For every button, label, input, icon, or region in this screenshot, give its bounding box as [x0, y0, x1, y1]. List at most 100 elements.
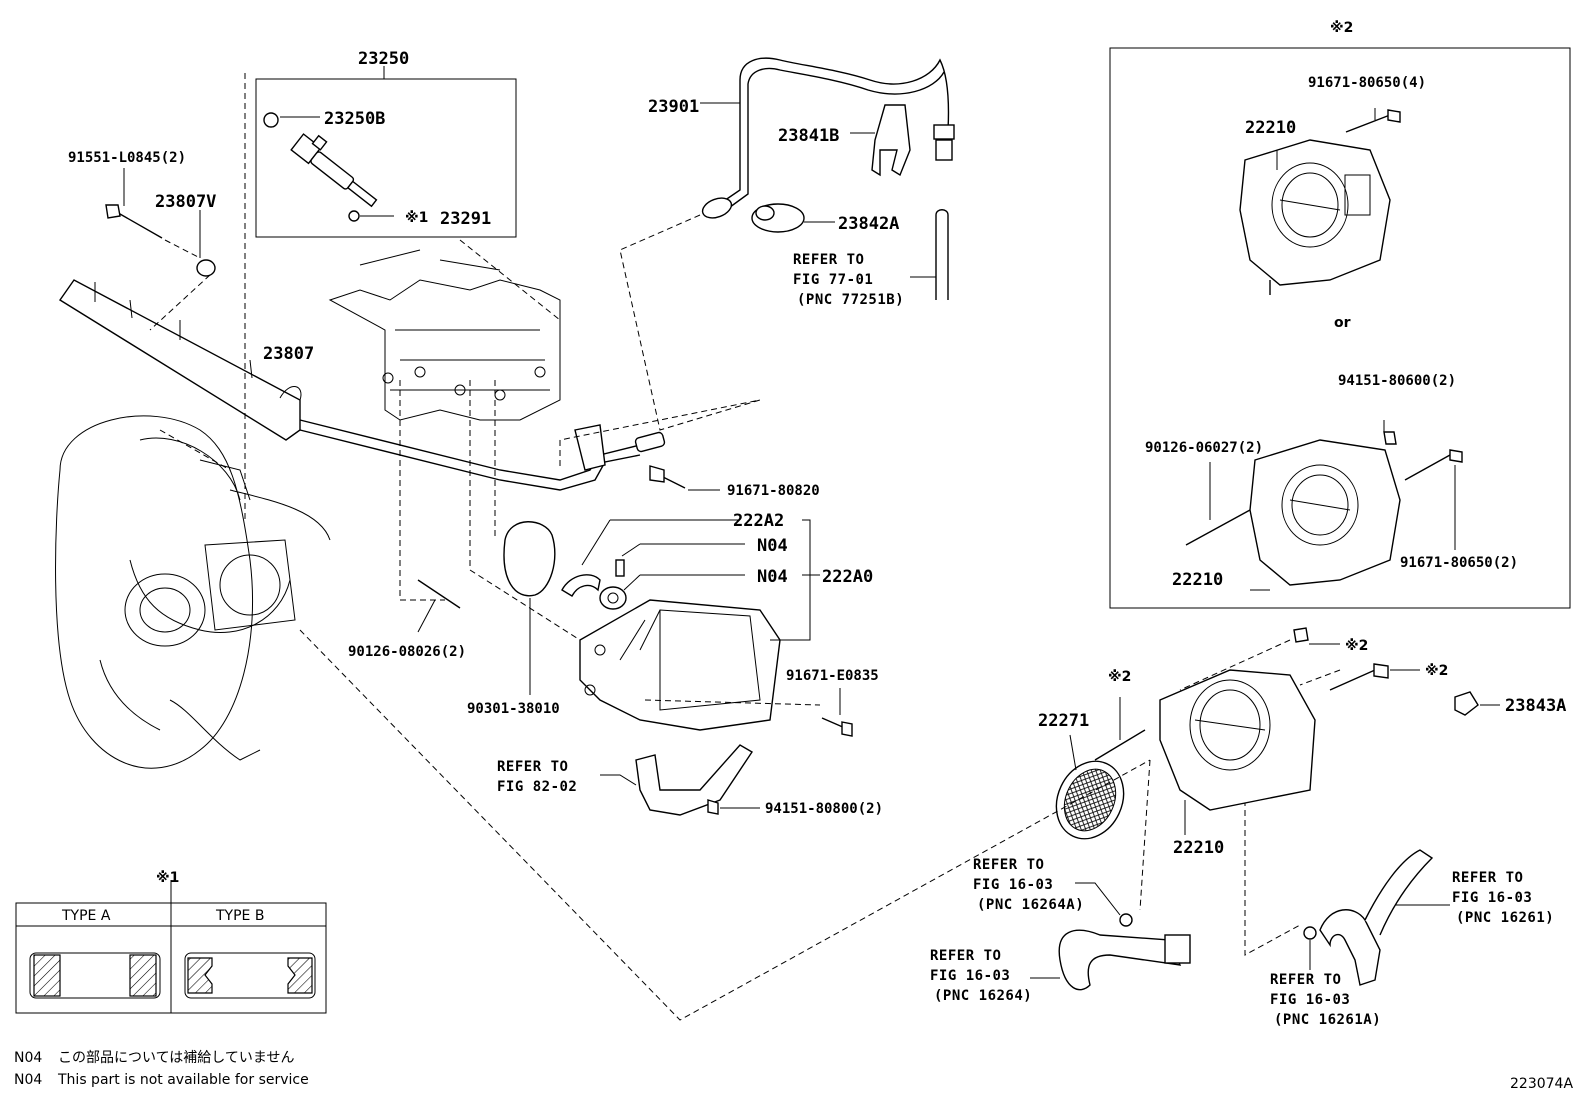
ref-16261-l2: FIG 16-03 [1452, 890, 1532, 906]
throttle-actuator [579, 599, 781, 731]
throttle-body-main [1094, 627, 1420, 835]
nut-94151-80800 [707, 799, 719, 815]
inset2-stud: 90126-06027(2) [1145, 440, 1263, 456]
label-222A2: 222A2 [733, 511, 784, 531]
clip-23843A [1454, 691, 1500, 716]
injector-box [255, 78, 517, 238]
note-en-code: N04 [14, 1072, 42, 1088]
ref-16261A-l1: REFER TO [1270, 972, 1341, 988]
bracket-82-02 [600, 744, 760, 816]
label-90301: 90301-38010 [467, 701, 560, 717]
label-91671-E0835: 91671-E0835 [786, 668, 879, 684]
inset2-top-bolt: 91671-80650(4) [1308, 75, 1426, 91]
label-90126-08026: 90126-08026(2) [348, 644, 466, 660]
gasket-22271 [1055, 734, 1125, 840]
mark-nut: ※2 [1345, 638, 1368, 654]
intake-manifold [55, 415, 331, 769]
inset2-or: or [1334, 315, 1351, 331]
type-table-inset [15, 880, 327, 1014]
inset-box [1109, 47, 1571, 609]
note-jp-text: この部品については補給していません [58, 1050, 294, 1066]
throttle-body-top [1239, 109, 1401, 295]
label-23842A: 23842A [838, 214, 899, 234]
bracket-23841B [850, 104, 911, 177]
ref-16264-l1: REFER TO [930, 948, 1001, 964]
clamp-16261A [1303, 926, 1317, 940]
label-23841B: 23841B [778, 126, 839, 146]
injector [290, 133, 378, 208]
dashed-leaders [149, 73, 1341, 1021]
wire-harness-23901 [700, 57, 955, 219]
note-en-text: This part is not available for service [57, 1072, 309, 1088]
bolt-91551 [105, 168, 163, 239]
label-23807V: 23807V [155, 192, 216, 212]
pin-n04 [615, 559, 625, 577]
bolt-91671-80820 [649, 465, 720, 491]
label-23291: 23291 [440, 209, 491, 229]
clip-222A2 [561, 519, 820, 641]
stud-90126-08026 [417, 579, 461, 633]
inset2-mark: ※2 [1330, 20, 1353, 36]
o-ring-23291 [348, 210, 360, 222]
nut-mark2 [1293, 627, 1309, 643]
bushing-n04 [599, 586, 627, 610]
diagram-id: 223074A [1510, 1076, 1573, 1092]
mark-22271: ※2 [1108, 669, 1131, 685]
ref-16264-l2: FIG 16-03 [930, 968, 1010, 984]
label-22210-main: 22210 [1173, 838, 1224, 858]
clamp-16264A [1119, 913, 1133, 927]
ref-16264A-l3: (PNC 16264A) [977, 897, 1084, 913]
ref-77-01-l3: (PNC 77251B) [797, 292, 904, 308]
inset2-bottom-body: 22210 [1172, 570, 1223, 590]
ref-77-01-l1: REFER TO [793, 252, 864, 268]
type-b-seal [184, 952, 316, 999]
throttle-body-bottom [1185, 431, 1463, 586]
throttle-options-inset [1109, 47, 1571, 609]
ref-16264-l3: (PNC 16264) [934, 988, 1032, 1004]
ref-77-01-l2: FIG 77-01 [793, 272, 873, 288]
hose-16264 [1030, 882, 1191, 991]
inset2-top-body: 22210 [1245, 118, 1296, 138]
o-ring-23250B [263, 112, 279, 128]
label-91671-80820: 91671-80820 [727, 483, 820, 499]
type-a-label: TYPE A [61, 908, 111, 924]
label-222A0: 222A0 [822, 567, 873, 587]
clamp-23842A [751, 203, 835, 233]
type-b-label: TYPE B [215, 908, 264, 924]
mark-23291: ※1 [405, 210, 428, 226]
label-23843A: 23843A [1505, 696, 1566, 716]
ref-16261-l3: (PNC 16261) [1456, 910, 1554, 926]
label-23807: 23807 [263, 344, 314, 364]
ref-82-02-l2: FIG 82-02 [497, 779, 577, 795]
ref-16264A-l2: FIG 16-03 [973, 877, 1053, 893]
hose-77-01 [910, 209, 949, 300]
label-94151-80800: 94151-80800(2) [765, 801, 883, 817]
cylinder-head [328, 249, 561, 421]
bolt-91671-E0835 [821, 688, 853, 737]
note-jp-code: N04 [14, 1050, 42, 1066]
hose-16261 [1303, 849, 1450, 986]
label-n04-bushing: N04 [757, 567, 788, 587]
fuel-rail [59, 279, 666, 491]
ref-16261A-l2: FIG 16-03 [1270, 992, 1350, 1008]
inset2-bolt: 91671-80650(2) [1400, 555, 1518, 571]
ref-16261-l1: REFER TO [1452, 870, 1523, 886]
ref-16264A-l1: REFER TO [973, 857, 1044, 873]
mark-bolt: ※2 [1425, 663, 1448, 679]
label-n04-pin: N04 [757, 536, 788, 556]
ref-82-02-l1: REFER TO [497, 759, 568, 775]
injector-group [255, 66, 517, 238]
gasket-90301 [503, 521, 556, 695]
inset1-mark: ※1 [156, 870, 179, 886]
type-a-seal [29, 952, 161, 999]
label-91551: 91551-L0845(2) [68, 150, 186, 166]
label-23250B: 23250B [324, 109, 385, 129]
stud-22271 [1094, 729, 1146, 761]
inset2-nut: 94151-80600(2) [1338, 373, 1456, 389]
label-23250: 23250 [358, 49, 409, 69]
spacer-23807V [196, 210, 216, 277]
bolt-mark2 [1373, 663, 1389, 679]
label-23901: 23901 [648, 97, 699, 117]
ref-16261A-l3: (PNC 16261A) [1274, 1012, 1381, 1028]
